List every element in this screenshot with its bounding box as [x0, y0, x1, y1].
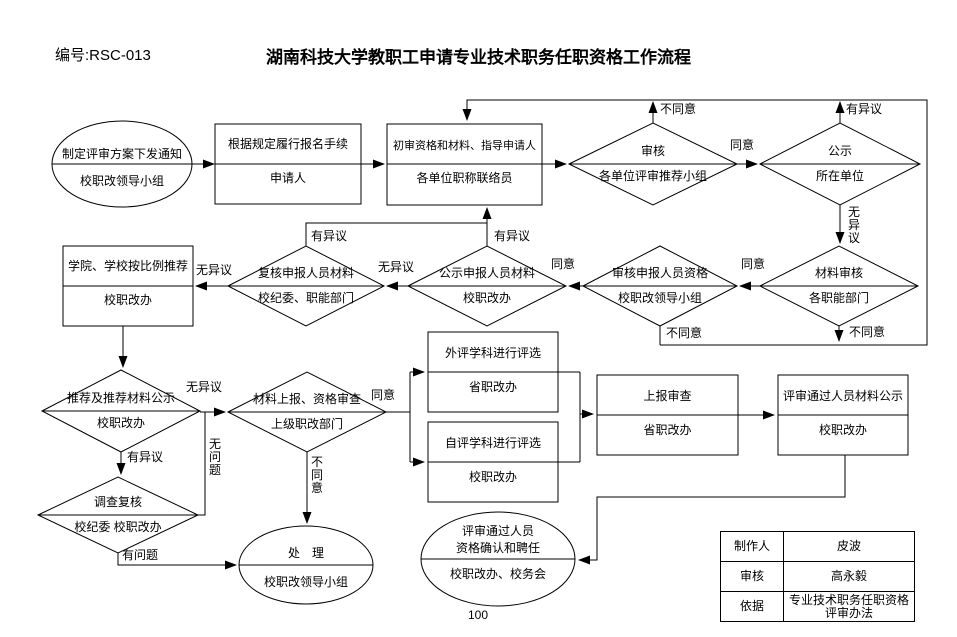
node-text: 学院、学校按比例推荐	[67, 259, 188, 273]
node-text: 各单位评审推荐小组	[598, 169, 707, 183]
node-text: 校纪委、职能部门	[257, 291, 354, 305]
node-text: 公示申报人员材料	[438, 266, 535, 280]
edge-submit-agree-split	[386, 372, 411, 462]
info-label: 审核	[720, 561, 784, 592]
node-text: 自评学科进行评选	[444, 436, 541, 450]
connectors	[116, 99, 928, 570]
node-text: 省职改办	[643, 423, 692, 437]
edge-label-agree: 同意	[741, 257, 766, 271]
edge-label-no-objection: 无异议	[378, 260, 415, 274]
node-text: 校职改办	[103, 293, 152, 307]
edge-eval-merge	[558, 371, 581, 463]
edge-label-disagree: 不同意	[849, 325, 886, 339]
doc-number: 编号:RSC-013	[55, 47, 151, 64]
edge-label-objection: 有异议	[311, 229, 348, 243]
edge-label-agree: 同意	[371, 388, 396, 402]
edge-label-objection: 有异议	[127, 450, 164, 464]
edge-label-no-objection: 无异议	[848, 205, 861, 245]
node-text: 评审通过人员	[461, 524, 534, 538]
edge-label-disagree: 不同意	[311, 455, 324, 495]
edge-label-no-problem: 无问题	[209, 437, 222, 477]
node-text: 上报审查	[643, 389, 692, 403]
edge-label-no-objection: 无异议	[196, 263, 233, 277]
table-row: 审核 高永毅	[720, 561, 915, 592]
node-text: 校职改领导小组	[617, 291, 702, 305]
edge-label-objection: 有异议	[494, 229, 531, 243]
node-text: 材料审核	[814, 266, 863, 280]
edge-investigate-noproblem-up	[198, 412, 206, 516]
node-text: 审核	[640, 144, 665, 158]
edge-label-disagree: 不同意	[666, 326, 703, 340]
info-value: 专业技术职务任职资格评审办法	[783, 591, 915, 622]
node-text: 上级职改部门	[270, 417, 343, 431]
node-text: 校纪委 校职改办	[74, 520, 162, 534]
info-value: 高永毅	[783, 561, 915, 592]
edge-recheck-objection-up	[305, 222, 487, 246]
node-text: 校职改办、校务会	[449, 567, 546, 581]
node-text: 校职改领导小组	[79, 174, 164, 188]
node-text: 校职改领导小组	[263, 575, 348, 589]
node-text: 公示	[827, 144, 852, 158]
node-text: 初审资格和材料、指导申请人	[393, 140, 536, 152]
info-label: 制作人	[720, 531, 784, 562]
node-text: 所在单位	[815, 169, 864, 183]
node-shapes	[36, 120, 922, 607]
node-text: 根据规定履行报名手续	[227, 137, 348, 151]
node-text: 校职改办	[462, 291, 511, 305]
edge-label-no-objection: 无异议	[186, 380, 223, 394]
node-text: 制定评审方案下发通知	[61, 147, 182, 161]
edge-feedback-top-to-prelim	[462, 99, 928, 346]
node-text: 各职能部门	[808, 291, 869, 305]
page-number: 100	[467, 608, 489, 622]
edge-label-disagree: 不同意	[660, 102, 697, 116]
node-text: 各单位职称联络员	[416, 171, 513, 185]
node-text: 申请人	[269, 171, 306, 185]
edge-label-problem: 有问题	[122, 548, 159, 562]
node-text: 资格确认和聘任	[455, 541, 540, 555]
node-text: 处 理	[287, 546, 324, 560]
edge-label-agree: 同意	[730, 138, 755, 152]
node-text: 调查复核	[93, 495, 142, 509]
node-text: 校职改办	[468, 470, 517, 484]
info-label: 依据	[720, 591, 784, 622]
edge-label-agree: 同意	[551, 257, 576, 271]
edge-passedpublicity-to-confirm	[578, 455, 846, 565]
table-row: 依据 专业技术职务任职资格评审办法	[720, 591, 915, 622]
node-text: 审核申报人员资格	[611, 266, 708, 280]
node-text: 复核申报人员材料	[257, 266, 354, 280]
node-text: 推荐及推荐材料公示	[66, 391, 175, 405]
node-text: 评审通过人员材料公示	[782, 389, 903, 403]
node-text: 材料上报、资格审查	[252, 392, 361, 406]
node-text: 外评学科进行评选	[444, 346, 541, 360]
info-table: 制作人 皮波 审核 高永毅 依据 专业技术职务任职资格评审办法	[720, 531, 915, 622]
info-value: 皮波	[783, 531, 915, 562]
node-text: 省职改办	[468, 380, 517, 394]
edge-investigate-problem-to-handle	[117, 553, 237, 570]
page-title: 湖南科技大学教职工申请专业技术职务任职资格工作流程	[266, 48, 691, 67]
edge-label-objection: 有异议	[846, 102, 883, 116]
node-text: 校职改办	[818, 423, 867, 437]
node-text: 校职改办	[96, 416, 145, 430]
table-row: 制作人 皮波	[720, 531, 915, 562]
